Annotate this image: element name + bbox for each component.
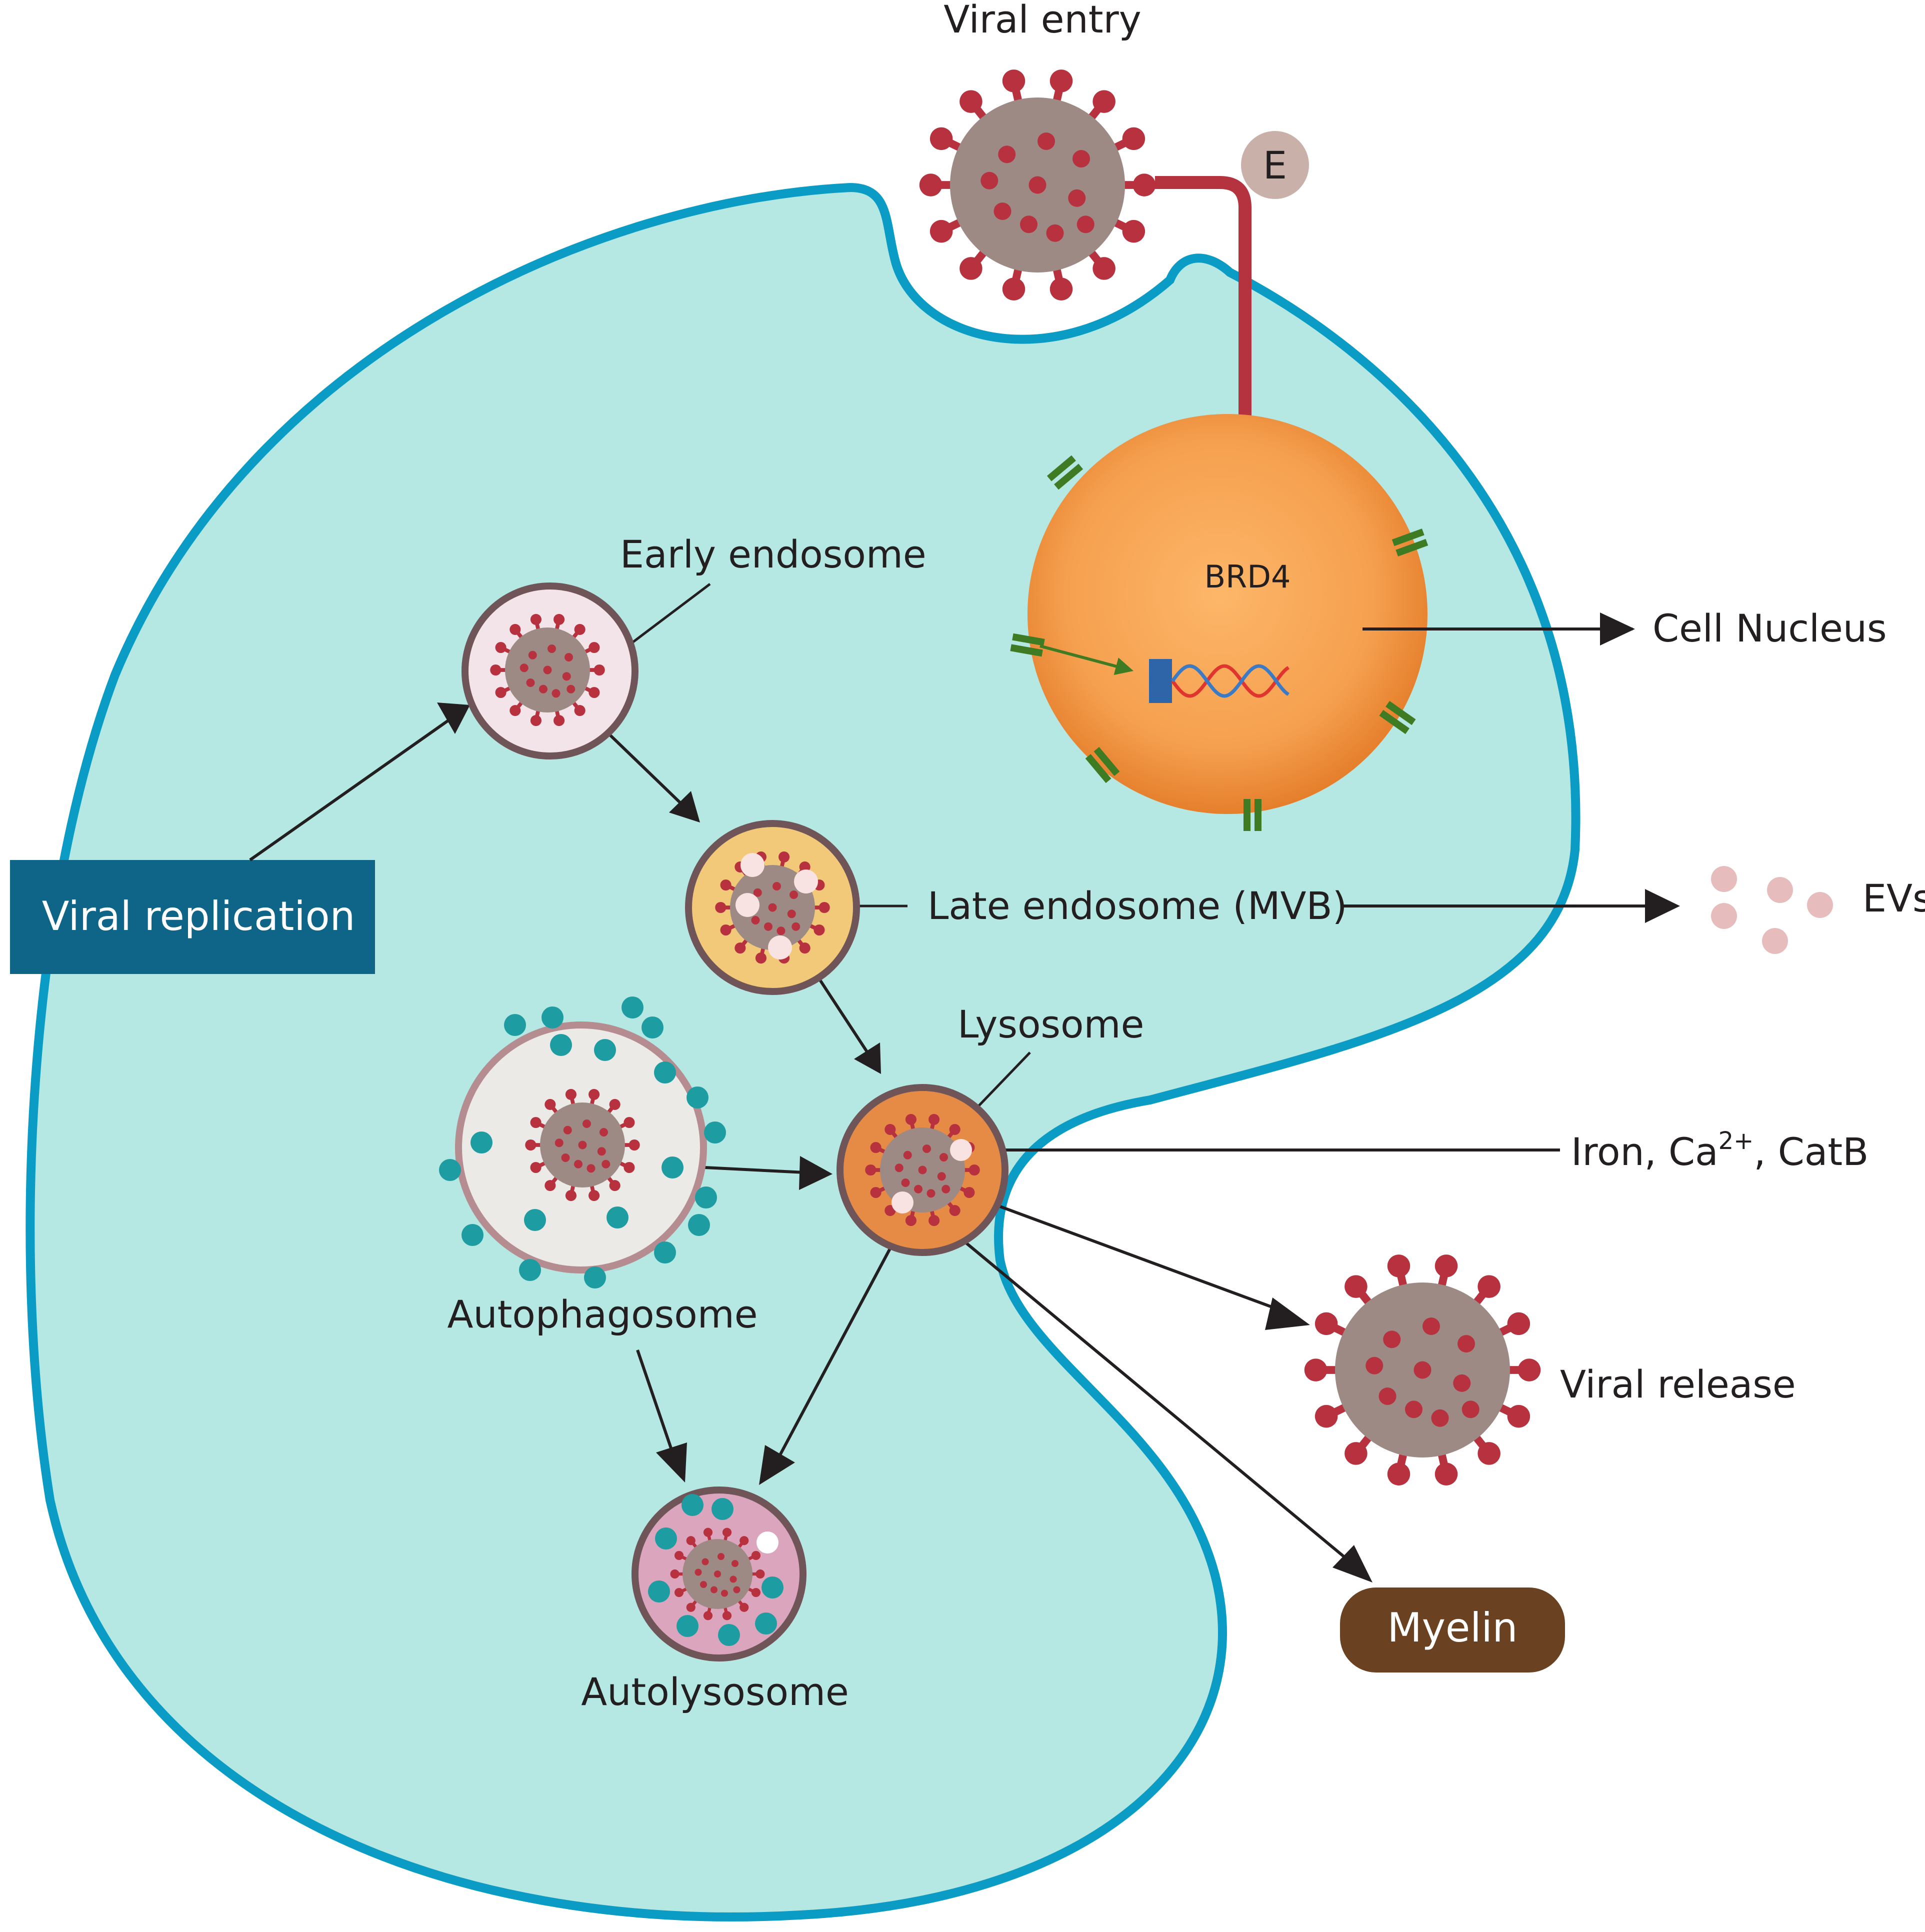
late-endosome-vesicles	[736, 853, 818, 960]
autophagosome-label: Autophagosome	[447, 1292, 758, 1336]
myelin-box	[1340, 1588, 1565, 1672]
e-badge-label: E	[1263, 143, 1287, 188]
arrow-lysosome-to-autolysosome	[778, 1243, 894, 1456]
arrowhead	[656, 1442, 687, 1482]
virus-entry-icon	[919, 70, 1156, 300]
autolysosome-vesicle	[756, 1532, 778, 1554]
late-endosome-label: Late endosome (MVB)	[928, 884, 1347, 928]
autolysosome-label: Autolysosome	[581, 1670, 849, 1714]
arrowhead	[1332, 1545, 1372, 1582]
arrow-autophagosome-to-lysosome	[704, 1166, 806, 1174]
arrow-early-to-late	[608, 734, 682, 804]
viral-replication-label: Viral replication	[42, 893, 356, 940]
virus-in-autophagosome-icon	[525, 1088, 640, 1202]
arrow-late-to-lysosome	[818, 979, 869, 1054]
arrowhead	[854, 1042, 881, 1074]
iron-label: Iron, Ca2+, CatB	[1571, 1127, 1868, 1174]
nuclear-receptor	[1244, 799, 1262, 831]
cell-membrane	[26, 182, 1580, 1922]
lysosome-label: Lysosome	[958, 1002, 1144, 1046]
virus-in-autolysosome-icon	[670, 1528, 765, 1620]
iron-label-suffix: , CatB	[1754, 1130, 1868, 1174]
iron-label-superscript: 2+	[1718, 1127, 1754, 1155]
nuclear-receptor	[1046, 455, 1084, 490]
cell-nucleus-label: Cell Nucleus	[1652, 606, 1887, 650]
nuclear-receptor	[1392, 528, 1428, 556]
e-badge-circle	[1241, 131, 1309, 199]
arrowhead	[759, 1445, 795, 1485]
ev-dots	[1711, 866, 1833, 954]
arrowhead	[669, 791, 700, 822]
arrow-lysosome-to-myelin	[946, 1226, 1346, 1559]
arrowhead	[1645, 889, 1680, 923]
early-endosome-label: Early endosome	[620, 532, 926, 576]
nuclear-receptor	[1085, 746, 1120, 784]
arrow-autophagosome-to-autolysosome	[636, 1350, 674, 1453]
nucleus-arrowhead	[1600, 612, 1635, 646]
nuclear-receptor	[1379, 700, 1416, 734]
virus-layer	[490, 70, 1541, 1620]
myelin-label: Myelin	[1388, 1604, 1518, 1651]
arrow-lysosome-to-release	[982, 1198, 1281, 1312]
entry-arrow	[1155, 176, 1252, 510]
virus-in-early-endosome-icon	[490, 614, 605, 726]
iron-label-prefix: Iron, Ca	[1571, 1130, 1718, 1174]
brd4-label: BRD4	[1204, 558, 1291, 595]
viral-replication-box	[10, 860, 375, 974]
viral-release-label: Viral release	[1560, 1362, 1796, 1406]
arrowhead	[799, 1156, 832, 1190]
dna-helix	[1149, 659, 1290, 703]
lysosome-vesicles	[892, 1139, 972, 1214]
viral-entry-label: Viral entry	[944, 0, 1141, 42]
teal-dots	[439, 996, 784, 1646]
receptor-arrow	[1040, 644, 1134, 675]
virus-released-icon	[1304, 1254, 1541, 1486]
arrowhead	[1265, 1298, 1310, 1330]
nuclear-receptor	[1010, 633, 1045, 657]
cell-nucleus	[1028, 414, 1428, 814]
arrowhead	[437, 702, 470, 734]
evs-label: EVs	[1862, 876, 1925, 920]
arrow-replication-to-early	[249, 716, 454, 862]
